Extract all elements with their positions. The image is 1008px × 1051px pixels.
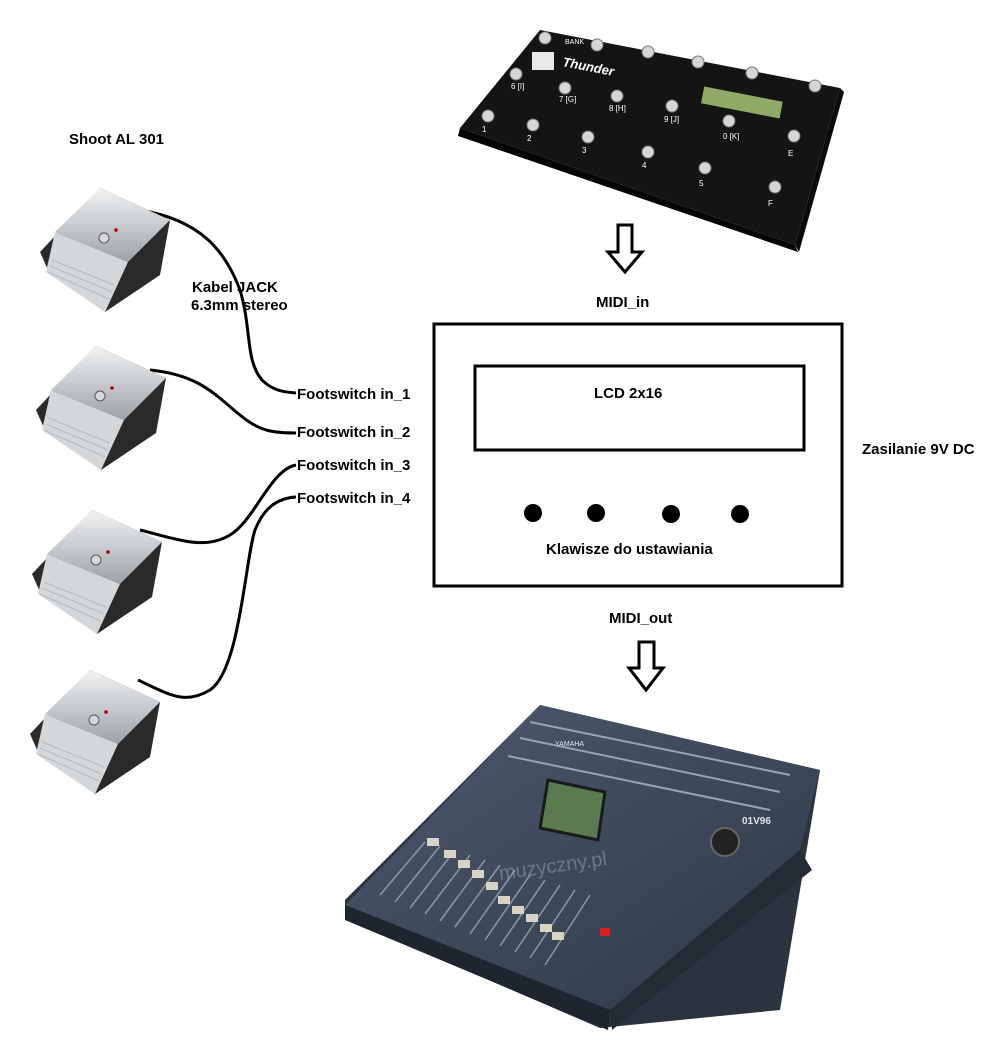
footswitch-pedal-4 xyxy=(30,670,160,794)
mixer-screen-icon xyxy=(538,778,607,842)
controller-key-label: 4 xyxy=(642,161,647,170)
controller-key-label: 3 xyxy=(582,146,587,155)
controller-key-label: 1 xyxy=(482,125,487,134)
key-4-icon xyxy=(731,505,749,523)
controller-key-label: 0 [K] xyxy=(723,132,739,141)
controller-key-label: 9 [J] xyxy=(664,115,679,124)
cable-label-line-1: Kabel JACK xyxy=(192,279,278,296)
footswitch-in-1-label: Footswitch in_1 xyxy=(297,386,411,403)
footswitch-pedal-3 xyxy=(32,510,162,634)
lcd-label: LCD 2x16 xyxy=(594,385,663,402)
controller-key-label: 2 xyxy=(527,134,532,143)
setting-keys xyxy=(524,504,749,523)
controller-footswitch-icons xyxy=(481,31,822,194)
mixer-wheel-icon xyxy=(710,827,740,857)
midi-in-label: MIDI_in xyxy=(596,294,650,311)
mixer-model: 01V96 xyxy=(742,816,771,827)
cable-4 xyxy=(137,495,297,699)
footswitch-pedal-2 xyxy=(36,346,166,470)
keys-label: Klawisze do ustawiania xyxy=(546,541,713,558)
controller-key-label: 5 xyxy=(699,179,704,188)
cable-label-line-2: 6.3mm stereo xyxy=(191,297,288,314)
key-3-icon xyxy=(662,505,680,523)
power-label: Zasilanie 9V DC xyxy=(862,441,975,458)
arrow-down-icon xyxy=(625,640,667,693)
footswitch-in-3-label: Footswitch in_3 xyxy=(297,457,411,474)
mixer-knob-row xyxy=(507,721,791,811)
fader-caps xyxy=(427,838,564,940)
footswitch-in-4-label: Footswitch in_4 xyxy=(297,490,411,507)
footswitch-pedal-1 xyxy=(40,188,170,312)
cable-2 xyxy=(149,368,297,435)
controller-key-label: E xyxy=(788,149,793,158)
lcd-display xyxy=(473,364,806,452)
arrow-down-icon xyxy=(604,223,646,275)
device-box xyxy=(432,322,844,588)
digital-mixer-image: 01V96 YAMAHA muzyczny.pl xyxy=(345,705,820,1030)
footswitch-model-label: Shoot AL 301 xyxy=(69,131,165,148)
controller-key-label: 8 [H] xyxy=(609,104,626,113)
midi-out-label: MIDI_out xyxy=(609,610,673,627)
midi-controller-image: Thunder BANK 6 [I] 7 [G] 8 [H] 9 [J] 0 [… xyxy=(458,30,844,252)
key-1-icon xyxy=(524,504,542,522)
master-fader-icon xyxy=(600,928,610,936)
footswitch-in-2-label: Footswitch in_2 xyxy=(297,424,411,441)
mixer-brand: YAMAHA xyxy=(555,741,584,748)
cable-3 xyxy=(139,463,297,545)
key-2-icon xyxy=(587,504,605,522)
cable-1 xyxy=(139,208,297,395)
controller-key-label: F xyxy=(768,199,773,208)
controller-key-label: 6 [I] xyxy=(511,82,524,91)
jack-cables xyxy=(137,208,297,699)
controller-lcd-icon xyxy=(701,86,783,119)
controller-key-label: 7 [G] xyxy=(559,95,576,104)
controller-bank-label: BANK xyxy=(565,39,584,46)
controller-logo-icon xyxy=(532,52,554,70)
